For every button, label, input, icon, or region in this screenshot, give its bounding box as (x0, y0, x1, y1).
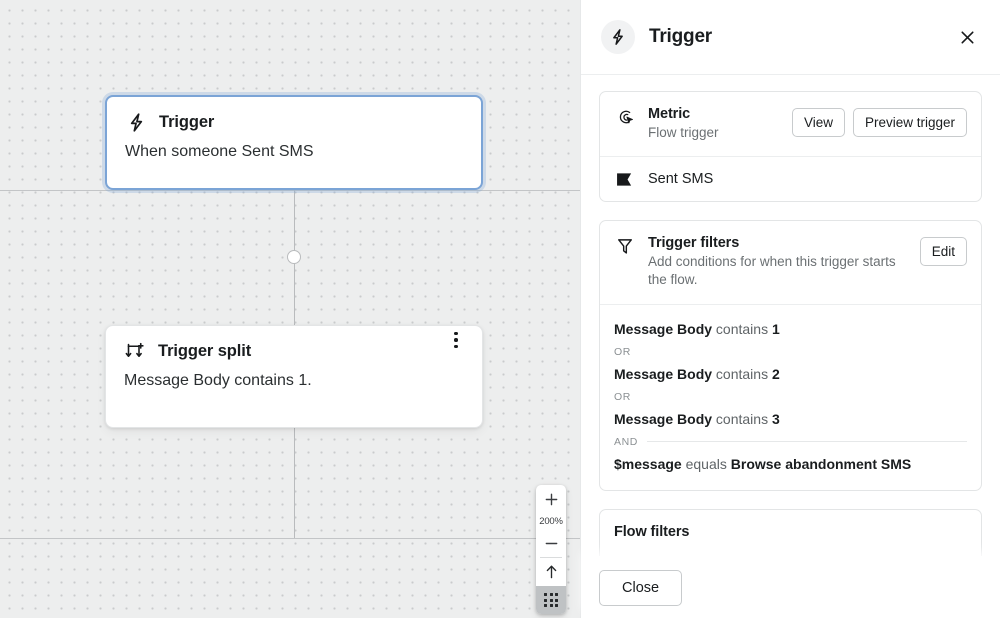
arrow-up-icon[interactable] (536, 558, 566, 586)
metric-card: Metric Flow trigger View Preview trigger (599, 91, 982, 203)
condition-operator: contains (712, 410, 772, 427)
condition-operator: contains (712, 365, 772, 382)
close-icon[interactable] (952, 22, 982, 52)
condition-row: Message Body contains 2 (614, 363, 967, 385)
kebab-menu-icon[interactable] (444, 328, 468, 352)
metric-card-header: Metric Flow trigger View Preview trigger (600, 92, 981, 158)
condition-conjunction: AND (614, 430, 967, 453)
trigger-filters-card: Trigger filters Add conditions for when … (599, 220, 982, 491)
condition-value: 1 (771, 320, 780, 337)
canvas-node-trigger-split-body: Message Body contains 1. (124, 372, 312, 389)
canvas-node-trigger-body: When someone Sent SMS (125, 143, 314, 160)
trigger-filters-actions: Edit (919, 235, 967, 267)
metric-card-subtitle: Flow trigger (648, 125, 719, 140)
condition-conjunction: OR (614, 385, 967, 408)
condition-value: Browse abandonment SMS (730, 455, 912, 472)
zoom-out-button[interactable] (536, 529, 566, 557)
metric-value-row: Sent SMS (600, 157, 981, 201)
trigger-filters-subtitle: Add conditions for when this trigger sta… (648, 254, 896, 288)
flow-filters-subtitle (614, 542, 967, 556)
metric-card-actions: View Preview trigger (791, 106, 967, 137)
connector-node-dot[interactable] (287, 250, 301, 264)
panel-footer: Close (581, 556, 1000, 618)
condition-conjunction-label: AND (614, 435, 638, 448)
flow-canvas[interactable]: Trigger When someone Sent SMS Trigger (0, 0, 580, 618)
trigger-detail-panel: Trigger (580, 0, 1000, 618)
condition-subject: Message Body (614, 365, 713, 382)
preview-trigger-button[interactable]: Preview trigger (852, 108, 967, 137)
sms-tag-icon (614, 172, 636, 187)
zoom-in-button[interactable] (536, 485, 566, 513)
panel-title: Trigger (649, 26, 713, 47)
flow-filters-header: Flow filters (600, 510, 981, 556)
trigger-filters-title: Trigger filters (648, 235, 740, 252)
condition-row: $message equals Browse abandonment SMS (614, 453, 967, 475)
view-button[interactable]: View (791, 108, 845, 137)
trigger-filters-text: Trigger filters Add conditions for when … (648, 235, 908, 289)
lightning-bolt-icon (125, 111, 147, 133)
canvas-node-trigger-header: Trigger (107, 97, 481, 133)
flow-filters-card: Flow filters (599, 508, 982, 556)
zoom-controls-divider (540, 557, 562, 558)
metric-card-title: Metric (648, 106, 691, 122)
panel-header: Trigger (581, 0, 1000, 75)
condition-value: 2 (771, 365, 780, 382)
condition-operator: contains (712, 320, 772, 337)
condition-conjunction: OR (614, 340, 967, 363)
canvas-node-trigger-split-title: Trigger split (158, 341, 252, 360)
condition-conjunction-label: OR (614, 345, 631, 358)
condition-row: Message Body contains 3 (614, 408, 967, 430)
condition-subject: Message Body (614, 320, 713, 337)
canvas-node-trigger-split[interactable]: Trigger split Message Body contains 1. (105, 325, 483, 428)
split-arrows-icon (124, 340, 146, 362)
metric-value-label: Sent SMS (648, 171, 714, 188)
grid-dots-glyph (544, 593, 558, 607)
zoom-level-label: 200% (539, 515, 563, 527)
condition-value: 3 (771, 410, 780, 427)
lightning-bolt-icon (601, 20, 635, 54)
condition-conjunction-label: OR (614, 390, 631, 403)
canvas-zoom-controls[interactable]: 200% (536, 485, 566, 614)
funnel-filter-icon (614, 235, 636, 256)
flow-filters-title: Flow filters (614, 523, 690, 540)
metric-target-icon (614, 106, 636, 127)
edit-button[interactable]: Edit (919, 237, 967, 267)
canvas-node-trigger-title: Trigger (159, 112, 215, 131)
panel-scroll-area[interactable]: Metric Flow trigger View Preview trigger (581, 75, 1000, 556)
canvas-guide-line-bottom (0, 538, 580, 539)
canvas-node-trigger-split-header: Trigger split (106, 326, 482, 362)
condition-divider (646, 441, 967, 443)
canvas-node-trigger[interactable]: Trigger When someone Sent SMS (105, 95, 483, 190)
flow-filters-text: Flow filters (614, 524, 967, 556)
metric-card-text: Metric Flow trigger (648, 106, 780, 142)
trigger-filters-header: Trigger filters Add conditions for when … (600, 221, 981, 305)
condition-subject: $message (614, 455, 682, 472)
condition-row: Message Body contains 1 (614, 318, 967, 340)
canvas-guide-line-top (0, 190, 580, 191)
close-button[interactable]: Close (599, 569, 683, 606)
grid-dots-icon[interactable] (536, 586, 566, 614)
condition-operator: equals (681, 455, 731, 472)
condition-subject: Message Body (614, 410, 713, 427)
